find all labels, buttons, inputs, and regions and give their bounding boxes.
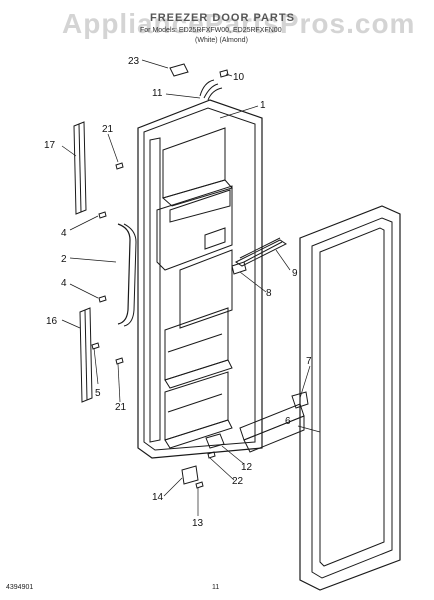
screws [91, 69, 229, 489]
callout-23: 23 [128, 56, 140, 67]
leader-lines [61, 59, 321, 516]
door-gasket [299, 205, 401, 591]
color-codes: (White) (Almond) [195, 37, 248, 44]
callout-12: 12 [241, 462, 253, 473]
callout-13: 13 [192, 518, 204, 529]
callout-22: 22 [232, 476, 244, 487]
callout-17: 17 [44, 140, 56, 151]
page-number: 11 [212, 584, 220, 591]
callout-4-upper: 4 [61, 228, 67, 239]
models-line: For Models: ED25RFXFW00, ED25RFXFN00 [140, 27, 282, 34]
hinge-parts [181, 433, 225, 485]
callout-1: 1 [260, 100, 266, 111]
trim-strip-lower [79, 307, 93, 403]
callout-numbers: 23 10 11 1 21 17 4 2 4 16 5 21 9 8 7 6 1… [44, 56, 312, 529]
callout-7: 7 [306, 356, 312, 367]
watermark: AppliancePartsPros.com [62, 8, 416, 39]
callout-2: 2 [61, 254, 67, 265]
door-bin [239, 391, 309, 453]
door-handle [117, 223, 137, 327]
callout-11: 11 [152, 88, 163, 99]
callout-16: 16 [46, 316, 58, 327]
callout-8: 8 [266, 288, 272, 299]
callout-10: 10 [233, 72, 245, 83]
diagram-title: FREEZER DOOR PARTS [150, 12, 295, 24]
callout-21-upper: 21 [102, 124, 114, 135]
callout-4-lower: 4 [61, 278, 67, 289]
callout-9: 9 [292, 268, 298, 279]
dispenser-trim [231, 237, 287, 275]
footer-code: 4394901 [6, 584, 34, 591]
diagram-header: AppliancePartsPros.com FREEZER DOOR PART… [0, 0, 434, 60]
callout-21-lower: 21 [115, 402, 127, 413]
callout-14: 14 [152, 492, 164, 503]
wire-harness [169, 63, 223, 101]
trim-strip-upper [73, 121, 87, 215]
callout-6: 6 [285, 416, 291, 427]
freezer-door-assembly [137, 99, 263, 459]
callout-5: 5 [95, 388, 101, 399]
